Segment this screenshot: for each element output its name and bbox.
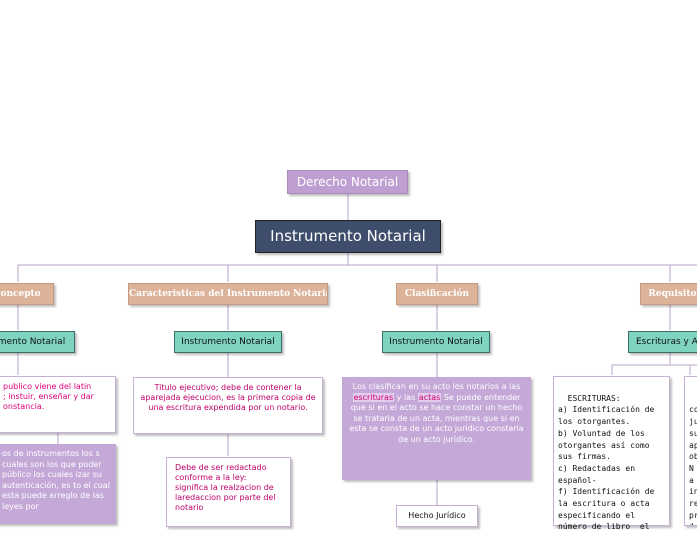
clasificacion-part2: y las [394, 392, 418, 402]
clasificacion-part1: Los clasifican en su acto los notarios a… [352, 382, 521, 391]
instrumento-notarial-main-node[interactable]: Instrumento Notarial [255, 220, 441, 253]
caracteristicas-node[interactable]: Caracteristicas del Instrumento Notarial [128, 283, 328, 305]
hecho-juridico-node[interactable]: Hecho Jurídico [396, 505, 478, 527]
publico-word: publico [3, 382, 32, 391]
caracteristicas-box-titulo-ejecutivo[interactable]: Titulo ejecutivo; debe de contener la ap… [133, 377, 323, 434]
redactado-text: Debe de ser redactado conforme a la ley:… [175, 463, 276, 512]
derecho-notarial-node[interactable]: Derecho Notarial [287, 170, 408, 194]
escrituras-highlight: escrituras [352, 392, 395, 402]
titulo-ejecutivo-text: Titulo ejecutivo; debe de contener la ap… [140, 383, 316, 412]
caracteristicas-box-redactado[interactable]: Debe de ser redactado conforme a la ley:… [166, 457, 291, 527]
actas-highlight: actas [417, 392, 442, 402]
teal-escrituras-requisitos[interactable]: Escrituras y A [628, 331, 697, 353]
concepto-line2: ; instuir, enseñar y dar [3, 392, 94, 401]
concepto-line3: onstancia. [3, 402, 45, 411]
clasificacion-box[interactable]: Los clasifican en su acto los notarios a… [342, 377, 531, 480]
connector-lines [17, 194, 697, 505]
concepto-box-publico[interactable]: publico viene del latin ; instuir, enseñ… [0, 376, 116, 433]
concepto-node[interactable]: Concepto [0, 283, 54, 305]
clasificacion-part3: Se puede entender que si en el acto se h… [349, 392, 524, 444]
teal-instrumento-notarial-caracteristicas[interactable]: Instrumento Notarial [174, 331, 282, 353]
requisitos-box-escrituras[interactable]: ESCRITURAS: a) Identificación de los oto… [553, 376, 670, 531]
teal-instrumento-notarial-concepto[interactable]: mento Notarial [0, 331, 75, 353]
teal-instrumento-notarial-clasificacion[interactable]: Instrumento Notarial [382, 331, 490, 353]
requisitos-box-actas[interactable]: AC co ju su ap ob N a in re pr d [684, 376, 697, 526]
escrituras-requisitos-text: ESCRITURAS: a) Identificación de los oto… [558, 393, 655, 532]
concepto-line1: viene del latin [31, 382, 92, 391]
concepto-box-instrumentos[interactable]: os de instrumentos los s cuales son los … [0, 444, 116, 524]
clasificacion-node[interactable]: Clasificación [396, 283, 478, 305]
requisitos-node[interactable]: Requisitos [640, 283, 697, 305]
concepto-box2-text: os de instrumentos los s cuales son los … [2, 449, 110, 511]
actas-requisitos-text: AC co ju su ap ob N a in re pr d [689, 405, 697, 525]
